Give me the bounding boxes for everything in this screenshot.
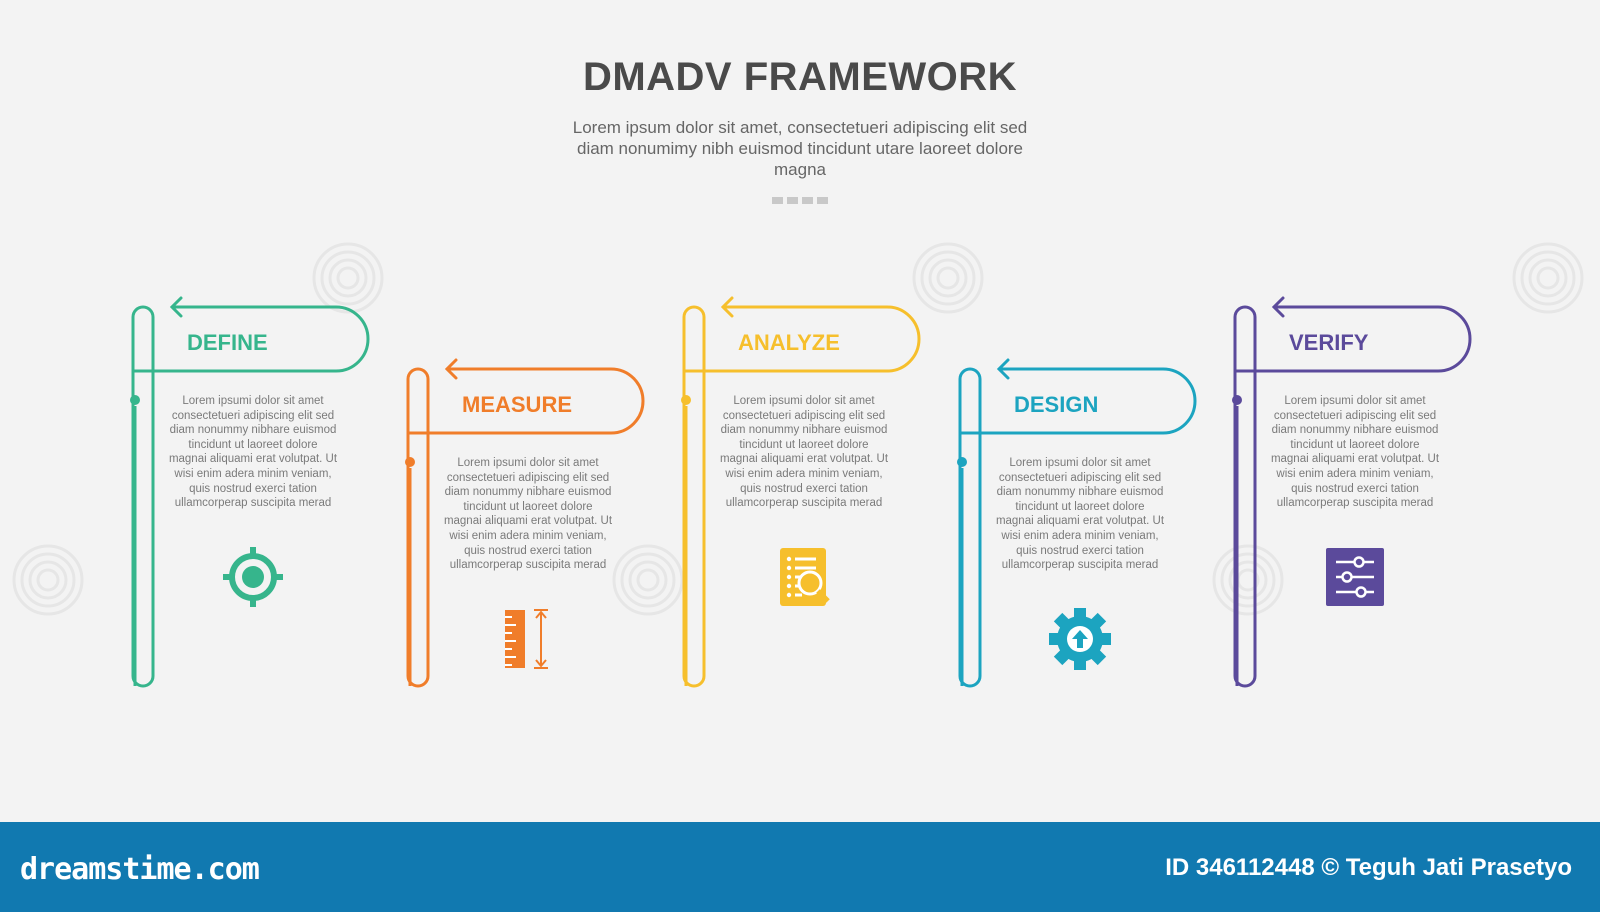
sliders-icon	[1326, 548, 1384, 606]
ruler-icon	[505, 609, 548, 669]
arrow-left-icon	[444, 358, 458, 380]
step-description: Lorem ipsumi dolor sit amet consectetuer…	[995, 457, 1165, 572]
step-tab	[684, 305, 921, 373]
step-tab	[960, 367, 1197, 435]
step-dot	[681, 395, 691, 405]
step-analyze: ANALYZE	[681, 296, 921, 688]
separator-dot	[787, 197, 798, 204]
step-title: ANALYZE	[738, 330, 840, 355]
gear-upload-icon	[1049, 608, 1111, 670]
step-bar	[682, 305, 706, 688]
dmadv-diagram: DEFINE MEASURE ANALYZE DESIGN VERIFY	[130, 296, 1472, 688]
step-dot	[130, 395, 140, 405]
separator-dots	[772, 197, 828, 204]
step-description: Lorem ipsumi dolor sit amet consectetuer…	[1270, 395, 1440, 510]
step-dot	[957, 457, 967, 467]
arrow-left-icon	[169, 296, 183, 318]
arrow-left-icon	[1271, 296, 1285, 318]
step-bar	[406, 367, 430, 688]
step-description: Lorem ipsumi dolor sit amet consectetuer…	[719, 395, 889, 510]
step-title: DEFINE	[187, 330, 268, 355]
footer-bar: dreamstime.com ID 346112448 © Teguh Jati…	[0, 822, 1600, 912]
footer-credit: ID 346112448 © Teguh Jati Prasetyo	[1165, 854, 1572, 881]
step-title: DESIGN	[1014, 392, 1098, 417]
separator-dot	[772, 197, 783, 204]
step-title: VERIFY	[1289, 330, 1369, 355]
step-description: Lorem ipsumi dolor sit amet consectetuer…	[168, 395, 338, 510]
step-tab	[408, 367, 645, 435]
step-bar	[958, 367, 982, 688]
page-title: DMADV FRAMEWORK	[582, 55, 1018, 99]
step-bar	[131, 305, 155, 688]
step-bar	[1233, 305, 1257, 688]
separator-dot	[802, 197, 813, 204]
step-description: Lorem ipsumi dolor sit amet consectetuer…	[443, 457, 613, 572]
step-title: MEASURE	[462, 392, 572, 417]
separator-dot	[817, 197, 828, 204]
step-tab	[1235, 305, 1472, 373]
step-dot	[405, 457, 415, 467]
arrow-left-icon	[996, 358, 1010, 380]
step-tab	[133, 305, 370, 373]
document-search-icon	[780, 548, 830, 606]
arrow-left-icon	[720, 296, 734, 318]
step-verify: VERIFY	[1232, 296, 1472, 688]
step-measure: MEASURE	[405, 358, 645, 688]
page-subtitle: Lorem ipsum dolor sit amet, consectetuer…	[572, 118, 1028, 179]
step-dot	[1232, 395, 1242, 405]
target-icon	[223, 547, 283, 607]
step-define: DEFINE	[130, 296, 370, 688]
step-design: DESIGN	[957, 358, 1197, 688]
footer-brand[interactable]: dreamstime.com	[20, 852, 260, 887]
